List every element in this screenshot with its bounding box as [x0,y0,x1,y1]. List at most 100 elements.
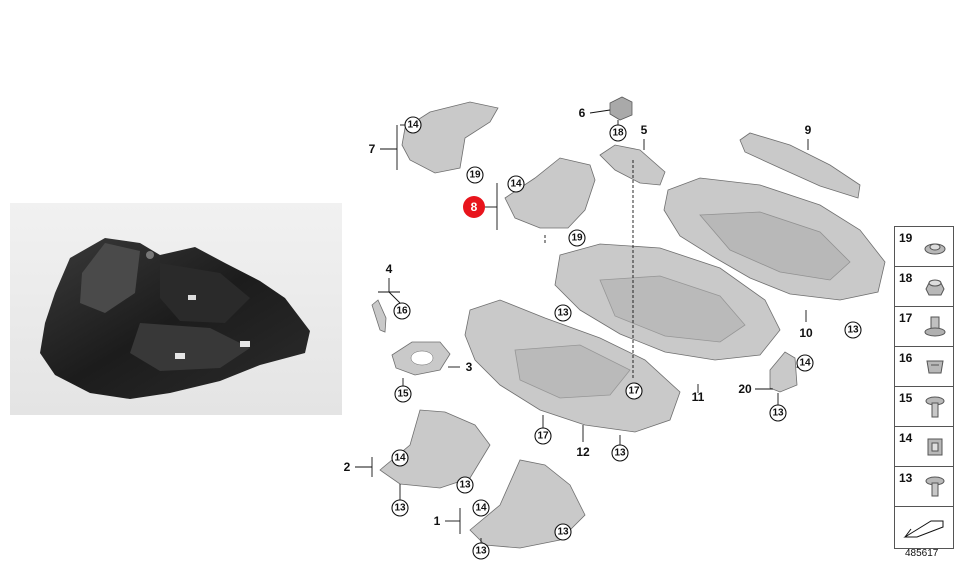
callout-part-12: 12 [576,425,590,459]
legend-item-13: 13 [895,467,953,507]
part-3-hole [410,350,434,366]
fastener-15: 15 [394,378,412,403]
legend-label: 16 [899,351,913,365]
fastener-14-d: 14 [391,449,409,467]
part-11-shading [599,275,746,343]
fastener-13-g: 13 [554,523,572,541]
legend-item-18: 18 [895,267,953,307]
fastener-14-a: 14 [400,116,422,134]
svg-text:17: 17 [537,431,549,442]
part-label-6: 6 [579,106,586,120]
callout-part-5: 5 [641,123,648,150]
svg-text:14: 14 [407,120,419,131]
part-photo-image [40,238,310,399]
fastener-14-e: 14 [472,499,490,517]
legend-label: 17 [899,311,913,325]
clip-nut-icon [924,243,946,255]
callout-part-1: 1 [434,508,461,534]
fastener-17-b: 17 [534,415,552,445]
svg-text:13: 13 [847,325,859,336]
svg-text:13: 13 [772,408,784,419]
callout-part-11: 11 [692,384,705,404]
part-2-shape [379,409,491,489]
legend-label: 18 [899,271,913,285]
svg-text:13: 13 [475,546,487,557]
legend-logo-cell [895,507,953,547]
part-label-12: 12 [576,445,590,459]
part-label-4: 4 [386,262,393,276]
fastener-17-a: 17 [625,382,643,400]
document-number: 485617 [905,548,939,559]
fastener-13-a: 13 [554,304,572,322]
callout-part-20: 20 [738,382,773,396]
svg-text:14: 14 [394,453,406,464]
legend-item-16: 16 [895,347,953,387]
flange-nut-icon [924,316,946,337]
callout-part-2: 2 [344,457,373,477]
legend-item-14: 14 [895,427,953,467]
part-label-8: 8 [471,200,478,214]
fastener-16: 16 [388,291,411,320]
legend-item-19: 19 [895,227,953,267]
part-9-shape [739,132,861,199]
fastener-13-f: 13 [391,484,409,517]
part-5-shape [599,144,666,186]
svg-text:14: 14 [799,358,811,369]
callout-part-7: 7 [369,125,398,170]
svg-text:17: 17 [628,386,640,397]
svg-text:19: 19 [571,233,583,244]
legend-item-17: 17 [895,307,953,347]
legend-label: 13 [899,471,913,485]
part-12-shading [514,344,631,399]
part-7-shape [401,101,499,174]
part-20-shape [769,351,798,393]
svg-text:13: 13 [557,527,569,538]
callout-part-4: 4 [378,262,400,293]
part-8-shape [504,157,596,229]
part-4-shape [371,299,387,333]
svg-text:14: 14 [510,179,522,190]
callout-part-8: 8 [463,183,498,230]
legend-item-15: 15 [895,387,953,427]
svg-text:16: 16 [396,306,408,317]
fastener-13-c: 13 [769,393,787,422]
bolt-icon [925,476,945,497]
part-label-20: 20 [738,382,752,396]
callout-part-6: 6 [579,106,611,120]
part-label-2: 2 [344,460,351,474]
legend-label: 14 [899,431,913,445]
part-8-highlight-circle [463,196,485,218]
part-label-3: 3 [466,360,473,374]
part-photo [10,203,342,415]
callout-part-3: 3 [448,360,473,374]
part-label-7: 7 [369,142,376,156]
svg-text:14: 14 [475,503,487,514]
svg-text:13: 13 [459,480,471,491]
fastener-14-c: 14 [796,354,814,372]
clip-icon [927,438,943,456]
fastener-13-b: 13 [844,321,862,339]
part-11-shape [554,243,781,361]
part-label-10: 10 [799,326,813,340]
legend-label: 15 [899,391,913,405]
fastener-18-a: 18 [609,120,627,142]
legend-label: 19 [899,231,913,245]
part-label-5: 5 [641,123,648,137]
fastener-13-h: 13 [472,538,490,560]
part-label-11: 11 [692,390,705,404]
part-12-shape [464,299,681,433]
fastener-14-b: 14 [507,175,525,193]
hex-nut-icon [925,279,945,296]
part-1-shape [469,459,586,549]
fastener-13-d: 13 [611,435,629,462]
svg-text:19: 19 [469,170,481,181]
svg-text:18: 18 [612,128,624,139]
svg-text:13: 13 [394,503,406,514]
spring-clip-icon [926,360,944,374]
fastener-19-a: 19 [466,166,484,184]
screw-icon [925,396,945,418]
part-10-shading [699,211,851,281]
fastener-19-b: 19 [568,229,586,247]
part-label-9: 9 [805,123,812,137]
